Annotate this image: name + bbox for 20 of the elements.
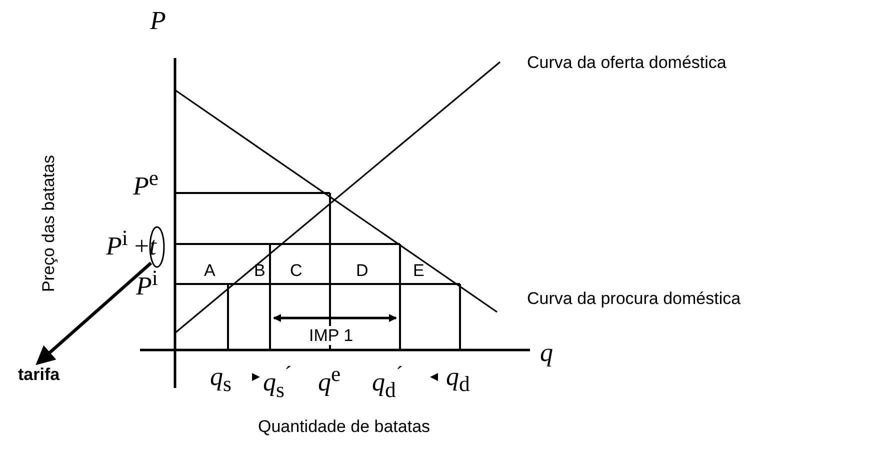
highlight-ellipse <box>149 226 165 268</box>
axis-title: Quantidade de batatas <box>258 418 430 435</box>
area-label: C <box>290 262 302 279</box>
quantity-label: q$^{e}$ <box>318 364 341 396</box>
axis-title: Preço das batatas <box>40 154 57 292</box>
area-label: B <box>254 262 266 279</box>
quantity-label: q$_{d}$ <box>446 364 470 396</box>
callout-text: tarifa <box>18 366 60 383</box>
axis-label: P <box>150 8 166 34</box>
curve-label: Curva da procura doméstica <box>527 290 741 307</box>
price-label: P$^{e}$ <box>133 168 159 200</box>
area-label: A <box>204 262 216 279</box>
quantity-label: q$_{s}$ <box>210 364 232 396</box>
curve-label: Curva da oferta doméstica <box>527 54 726 71</box>
axis-label: q <box>540 340 553 366</box>
price-label: P$^{i}$ <box>136 268 158 300</box>
area-label: E <box>413 262 424 279</box>
price-label: P$^{i}$ +t <box>106 228 156 260</box>
area-label: D <box>356 262 368 279</box>
leader-arrow <box>36 262 152 366</box>
